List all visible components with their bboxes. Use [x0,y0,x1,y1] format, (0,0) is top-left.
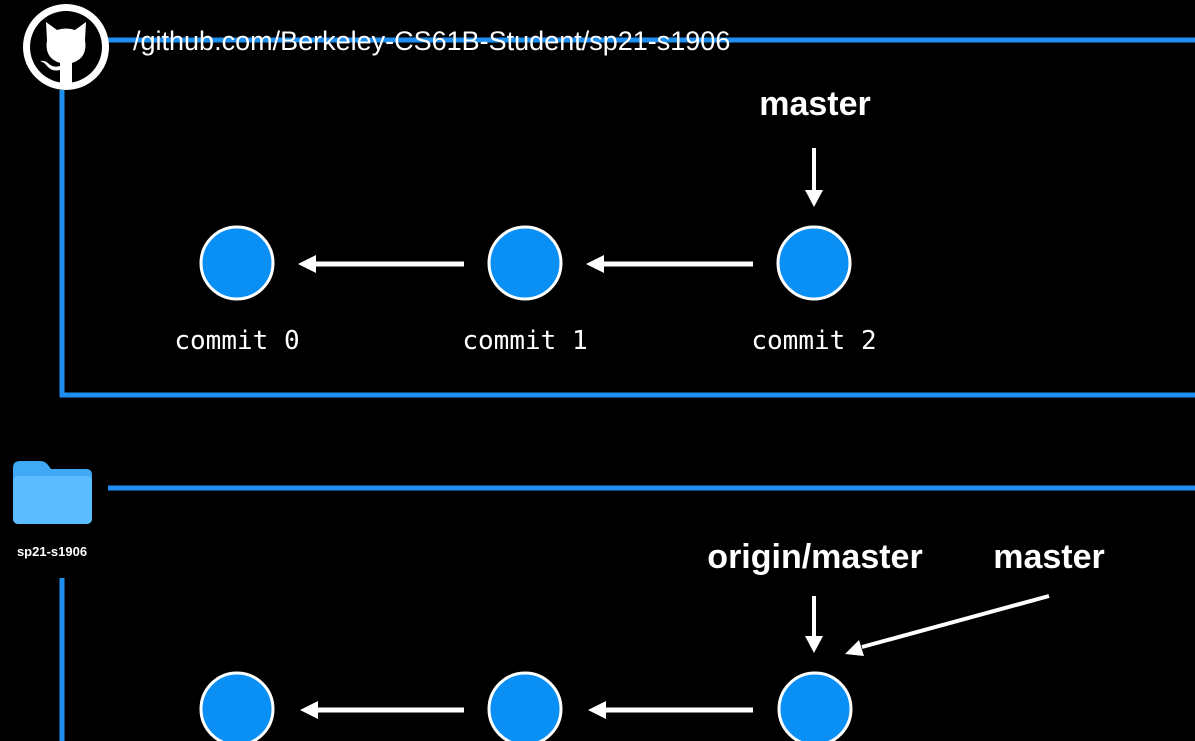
local-frame-line [59,485,1195,741]
remote-commit-1-label: commit 1 [462,326,587,356]
local-commit-1-node[interactable] [487,671,563,741]
remote-commit-2-node[interactable] [776,225,852,301]
local-arrow-1-to-0 [300,701,464,719]
remote-url[interactable]: /github.com/Berkeley-CS61B-Student/sp21-… [133,26,730,56]
folder-name: sp21-s1906 [17,544,87,559]
remote-commit-0-node[interactable] [199,225,275,301]
remote-commit-1-node[interactable] [487,225,563,301]
local-repo-frame [59,485,1195,741]
remote-commit-2-label: commit 2 [751,326,876,356]
remote-master-label: master [759,85,871,123]
origin-master-pointer-arrow [805,596,823,653]
remote-frame-line [59,37,1195,398]
local-commit-2-node[interactable] [777,671,853,741]
local-master-pointer-arrow [845,594,1050,656]
remote-master-pointer-arrow [805,148,823,207]
folder-icon[interactable] [13,461,92,524]
remote-commit-0-label: commit 0 [174,326,299,356]
remote-arrow-1-to-0 [298,255,464,273]
local-commit-0-node[interactable] [199,671,275,741]
remote-arrow-2-to-1 [586,255,753,273]
local-arrow-2-to-1 [588,701,753,719]
origin-master-label: origin/master [707,538,922,576]
remote-repo-frame [59,37,1195,398]
local-master-label: master [993,538,1105,576]
github-icon [23,4,109,90]
